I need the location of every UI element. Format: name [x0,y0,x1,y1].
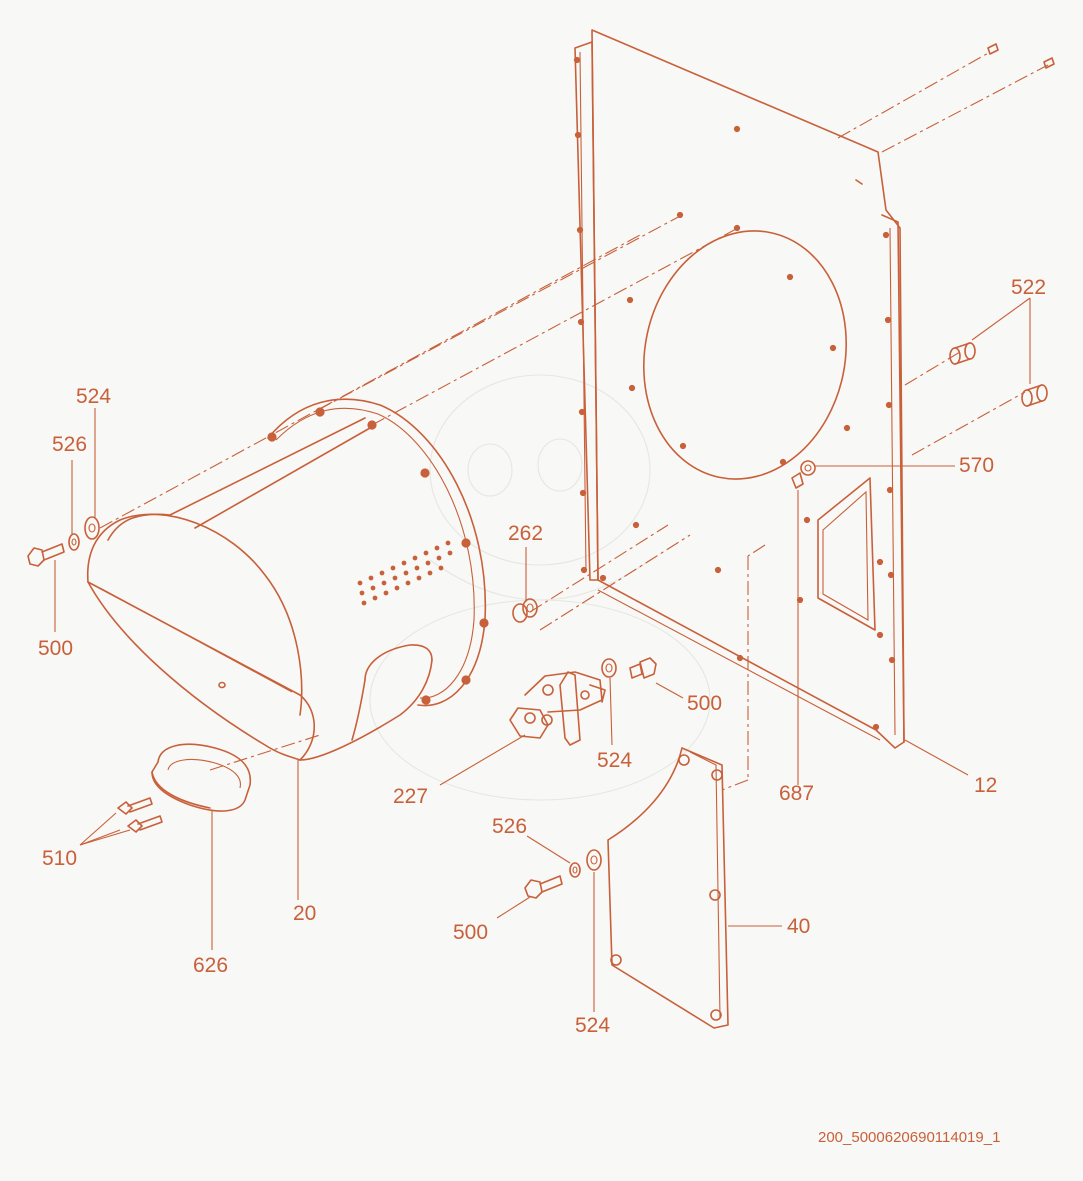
callout-687: 687 [779,782,815,805]
screw-part-500-left [27,543,65,567]
nut-part-570 [800,460,816,476]
screws-part-510 [117,797,163,833]
latch-part-227 [509,671,606,746]
grommet-part-262 [512,598,538,623]
spacer-part-522-lower [1021,384,1048,407]
vent-slots [357,540,453,606]
callout-500-low: 500 [453,921,489,944]
callout-12: 12 [974,774,998,797]
stud-part-687 [791,472,804,489]
washer-part-526-low [569,862,581,878]
drum-housing-part-20 [86,398,489,761]
pins-top-right [987,43,1055,69]
callout-227: 227 [393,785,429,808]
callout-526-low: 526 [492,815,528,838]
screw-part-500-low [524,875,563,899]
washer-part-524-low [586,849,602,871]
callout-570: 570 [959,454,995,477]
assembly-axes [99,51,1049,791]
callout-20: 20 [293,902,317,925]
callout-522: 522 [1011,276,1047,299]
callout-524-low: 524 [575,1014,611,1037]
callout-510: 510 [42,847,78,870]
callout-500-left: 500 [38,637,74,660]
plate-holes [573,56,896,731]
flange-holes [267,407,489,705]
leader-lines [54,297,1031,1012]
drawing-strokes [27,29,1055,1029]
callout-500-mid: 500 [687,692,723,715]
callout-524-left: 524 [76,385,112,408]
callout-40: 40 [787,915,811,938]
callout-262: 262 [508,522,544,545]
callout-526-left: 526 [52,433,88,456]
screw-part-500-mid [629,657,657,679]
washer-part-524-mid [601,658,617,678]
cover-plate-part-40 [607,747,729,1029]
mounting-plate-part-12 [573,29,905,749]
spacer-part-522-upper [949,342,976,365]
callout-626: 626 [193,954,229,977]
watermark [369,374,711,801]
washer-part-524-left [84,516,100,540]
ring-part-626 [151,743,252,812]
washer-part-526-left [68,533,80,551]
callout-524-mid: 524 [597,749,633,772]
document-id: 200_5000620690114019_1 [818,1129,1001,1146]
